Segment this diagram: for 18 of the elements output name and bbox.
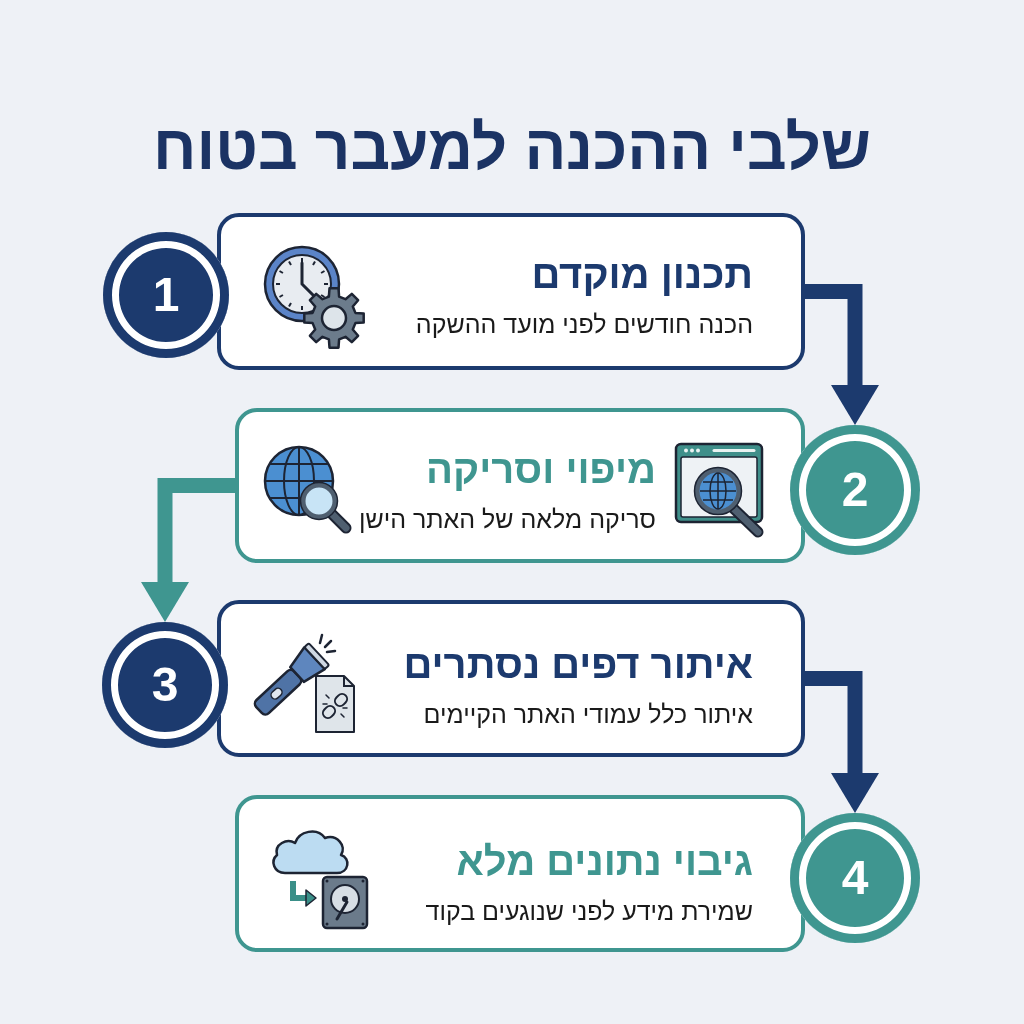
- step-description: איתור כלל עמודי האתר הקיימים: [423, 699, 753, 730]
- step-description: סריקה מלאה של האתר הישן: [358, 504, 656, 535]
- step-number: 2: [841, 466, 869, 514]
- step-number: 1: [152, 271, 180, 319]
- step-description: שמירת מידע לפני שנוגעים בקוד: [425, 896, 753, 927]
- step-number: 3: [151, 661, 179, 709]
- step-card: [217, 213, 805, 370]
- step-heading: גיבוי נתונים מלא: [456, 838, 753, 884]
- step-description: הכנה חודשים לפני מועד ההשקה: [415, 309, 753, 340]
- title: שלבי ההכנה למעבר בטוח: [153, 112, 871, 184]
- step-heading: איתור דפים נסתרים: [403, 641, 753, 687]
- step-card: [235, 795, 805, 952]
- step-card: [217, 600, 805, 757]
- step-heading: תכנון מוקדם: [531, 251, 753, 297]
- step-number: 4: [841, 854, 869, 902]
- step-heading: מיפוי וסריקה: [426, 446, 656, 492]
- step-card: [235, 408, 805, 563]
- arrow: [141, 478, 235, 622]
